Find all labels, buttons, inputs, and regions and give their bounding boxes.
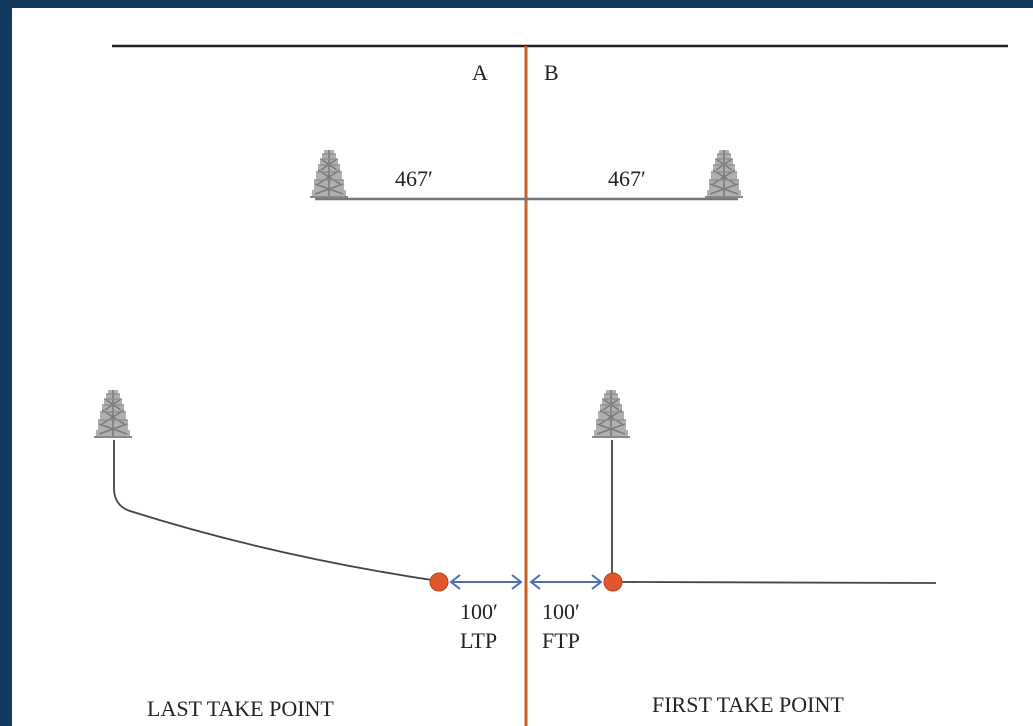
setback-right-label: 467′ xyxy=(608,166,646,191)
section-b-label: B xyxy=(544,60,559,85)
ftp-distance-label: 100′ xyxy=(542,599,580,624)
drilling-rig-icon xyxy=(93,389,133,439)
well-path-left xyxy=(113,440,439,582)
first-take-point-marker xyxy=(603,572,623,592)
ltp-distance-arrow xyxy=(449,574,523,590)
drilling-rig-icon xyxy=(591,389,631,439)
setback-left-label: 467′ xyxy=(395,166,433,191)
ftp-distance-arrow xyxy=(529,574,603,590)
last-take-point-marker xyxy=(429,572,449,592)
last-take-point-title: LAST TAKE POINT xyxy=(147,696,334,721)
ltp-distance-label: 100′ xyxy=(460,599,498,624)
first-take-point-title: FIRST TAKE POINT xyxy=(652,692,844,717)
section-a-label: A xyxy=(472,60,488,85)
well-path-right xyxy=(611,440,937,584)
drilling-rig-icon xyxy=(309,149,349,199)
diagram-canvas: A B 467′ 467′ 100′ LTP 100′ FTP LAST TAK… xyxy=(12,8,1033,726)
drilling-rig-icon xyxy=(704,149,744,199)
ftp-abbrev-label: FTP xyxy=(542,628,580,653)
well-setback-diagram: A B 467′ 467′ 100′ LTP 100′ FTP LAST TAK… xyxy=(93,44,1008,726)
ltp-abbrev-label: LTP xyxy=(460,628,497,653)
